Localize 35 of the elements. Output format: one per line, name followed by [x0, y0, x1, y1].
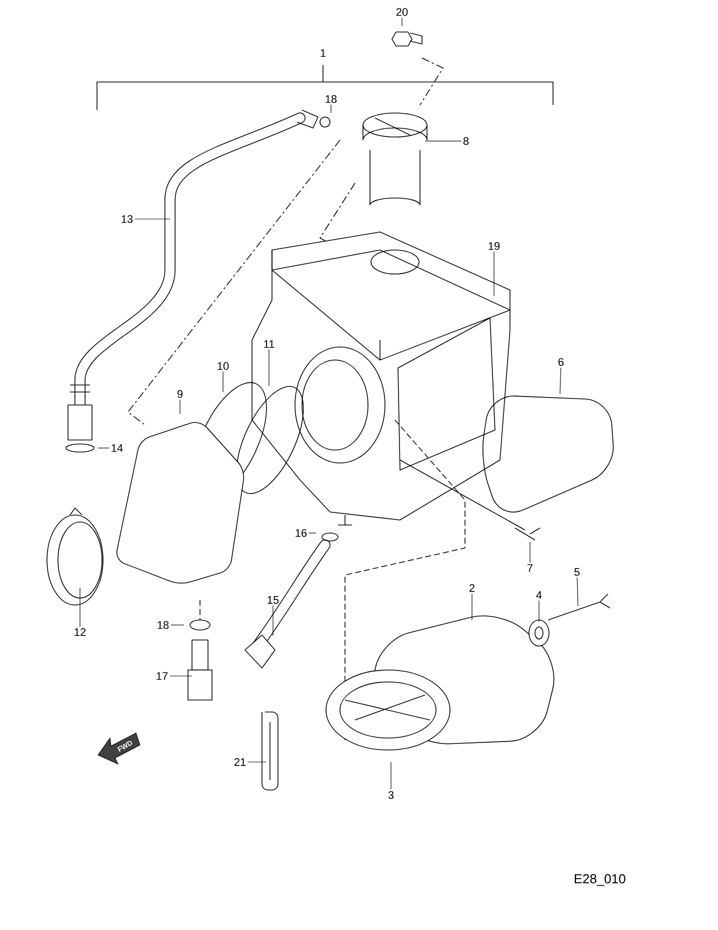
callout-number: 14: [112, 444, 123, 452]
callout-number: 13: [122, 215, 133, 223]
leader-line: [424, 140, 462, 142]
drawing-code: E28_010: [574, 874, 626, 886]
callout-number: 11: [264, 340, 274, 348]
callout-number: 15: [268, 596, 279, 604]
callout-number: 17: [156, 672, 168, 680]
callout-number: 18: [158, 621, 169, 629]
callout-number: 2: [469, 584, 474, 592]
callout-number: 18: [326, 95, 337, 103]
leader-line: [538, 600, 540, 622]
callout-number: 7: [528, 564, 532, 572]
leader-line: [272, 605, 274, 636]
callout-number: 3: [388, 791, 394, 799]
callout-number: 8: [463, 137, 469, 145]
callout-number: 5: [574, 568, 580, 576]
leader-line: [390, 762, 392, 790]
leader-line: [330, 104, 332, 114]
callout-number: 10: [218, 362, 229, 370]
callout-number: 16: [296, 529, 307, 537]
leader-line: [576, 577, 578, 606]
callout-number: 12: [74, 628, 86, 636]
callout-number: 9: [177, 390, 183, 398]
callout-number: 21: [234, 758, 246, 766]
callout-number: 6: [558, 358, 564, 366]
leader-line: [170, 624, 184, 626]
leader-line: [222, 371, 224, 392]
callout-number: 4: [536, 591, 542, 599]
callout-number: 19: [488, 242, 500, 250]
leader-line: [134, 218, 170, 220]
callout-number: 20: [396, 8, 408, 16]
callout-number: 1: [320, 49, 326, 57]
leader-line: [268, 349, 270, 386]
leader-line: [308, 532, 316, 534]
leader-line: [560, 367, 562, 394]
